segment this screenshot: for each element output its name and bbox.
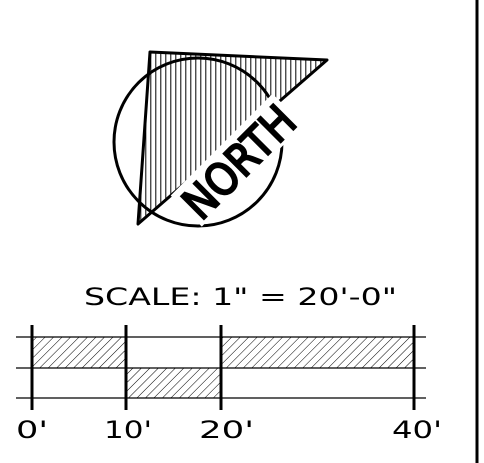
scale-tick-label-40: 40' bbox=[392, 416, 442, 444]
graphic-scale-bar-icon bbox=[16, 325, 426, 410]
scale-segment-10-20-bottom bbox=[126, 368, 221, 398]
scale-segment-0-10-top bbox=[32, 337, 126, 368]
scale-label: SCALE: 1" = 20'-0" bbox=[84, 283, 397, 311]
scale-tick-label-10: 10' bbox=[104, 416, 152, 444]
scale-tick-label-0: 0' bbox=[16, 416, 48, 444]
north-label-mask bbox=[170, 93, 304, 227]
north-arrow-icon: NORTH bbox=[112, 50, 329, 231]
scale-tick-label-20: 20' bbox=[199, 416, 254, 444]
scale-segment-20-40-top bbox=[221, 337, 414, 368]
